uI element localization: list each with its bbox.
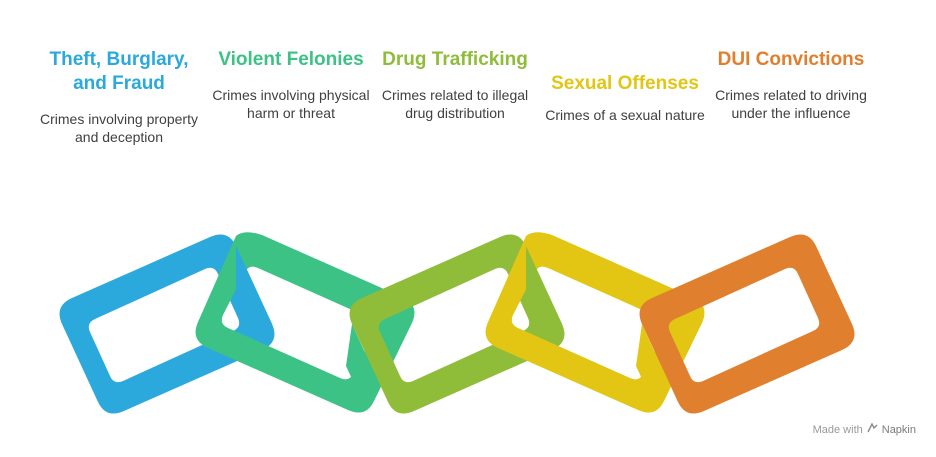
column-0: Theft, Burglary, and Fraud Crimes involv… [34, 0, 204, 200]
made-with-footer: Made with Napkin [812, 422, 916, 437]
chain-overlap-1 [236, 246, 274, 342]
column-3: Sexual Offenses Crimes of a sexual natur… [540, 0, 710, 200]
column-1: Violent Felonies Crimes involving physic… [206, 0, 376, 200]
column-4: DUI Convictions Crimes related to drivin… [706, 0, 876, 200]
item-title: Theft, Burglary, and Fraud [49, 49, 189, 94]
item-description: Crimes involving property and deception [40, 111, 198, 145]
item-title: Violent Felonies [218, 49, 364, 70]
item-title: DUI Convictions [717, 49, 865, 70]
column-2: Drug Trafficking Crimes related to illeg… [370, 0, 540, 200]
napkin-logo-icon [867, 422, 878, 437]
item-title: Drug Trafficking [382, 49, 528, 70]
made-with-label: Made with [812, 424, 863, 436]
chain-link-dui [639, 234, 855, 414]
item-description: Crimes related to driving under the infl… [715, 87, 867, 121]
chain-overlap-3 [526, 246, 564, 342]
chain-overlap-2 [346, 324, 378, 396]
napkin-brand: Napkin [881, 424, 916, 436]
item-description: Crimes of a sexual nature [545, 107, 705, 123]
chain-overlap-4 [636, 324, 668, 396]
item-title: Sexual Offenses [551, 73, 699, 94]
item-description: Crimes involving physical harm or threat [212, 87, 370, 121]
item-description: Crimes related to illegal drug distribut… [381, 87, 529, 121]
